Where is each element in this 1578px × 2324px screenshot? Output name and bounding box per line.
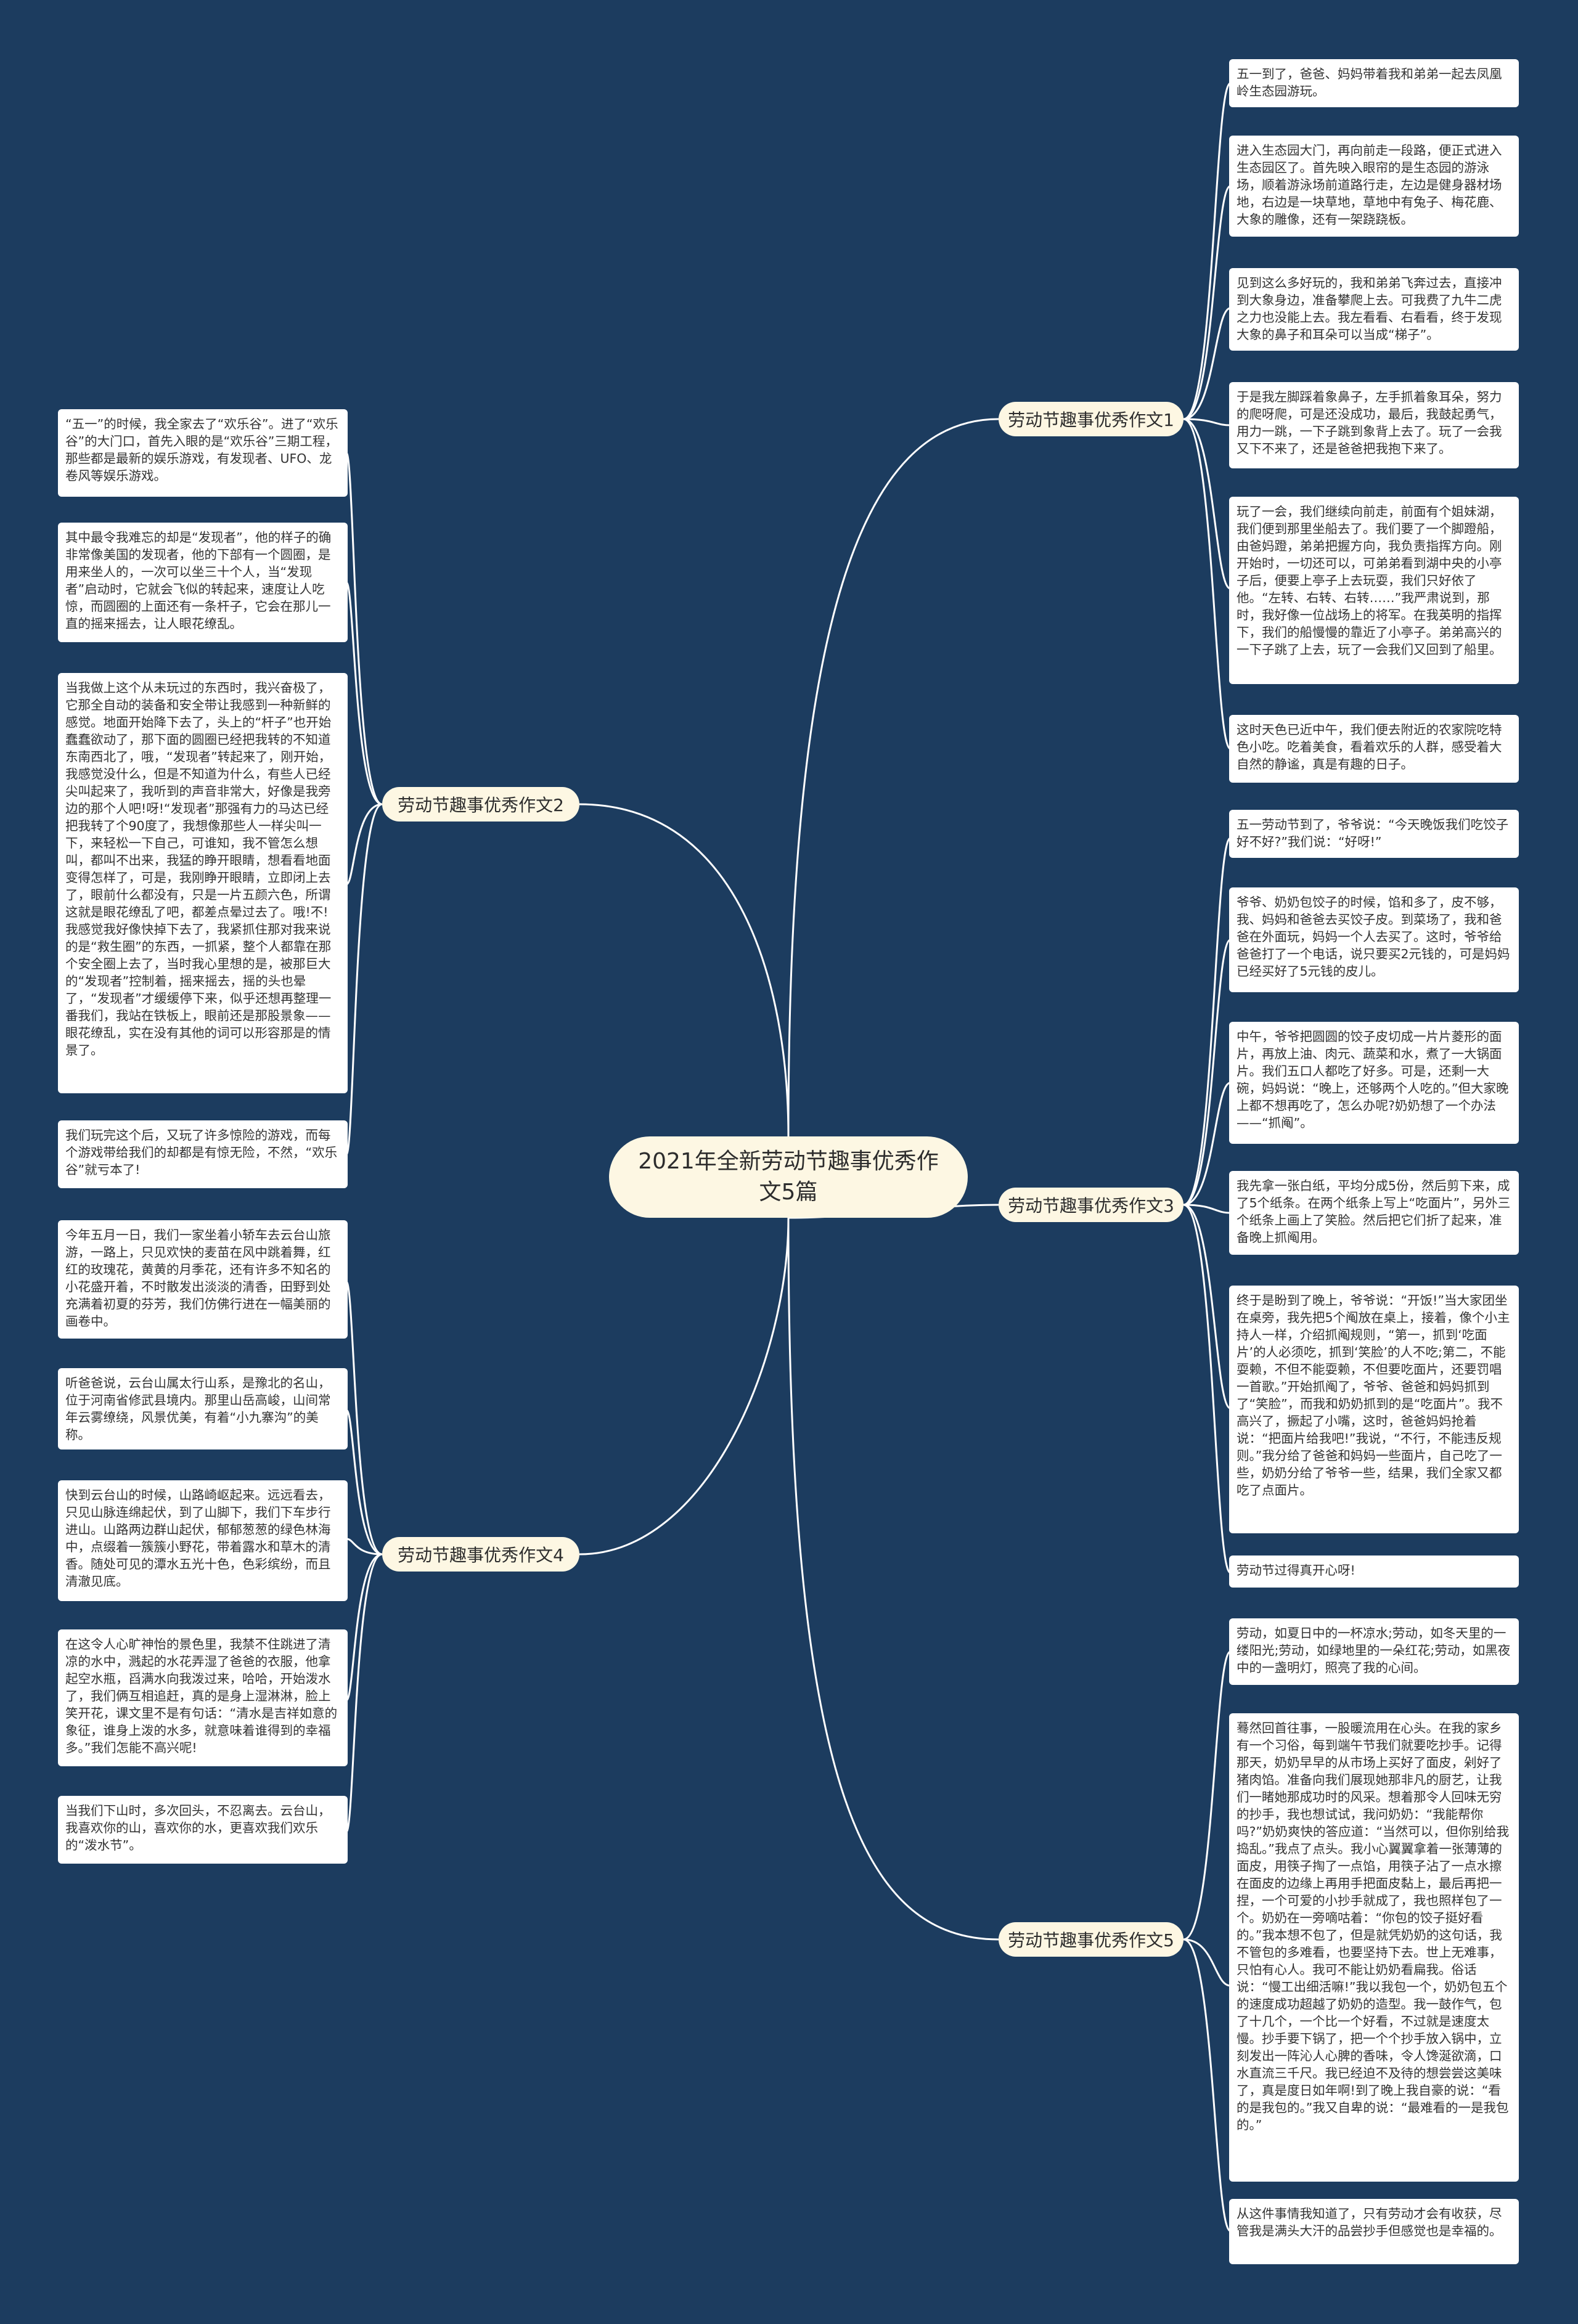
leaf-1-5-text: 玩了一会，我们继续向前走，前面有个姐妹湖，我们便到那里坐船去了。我们要了一个脚蹬… (1237, 504, 1502, 657)
leaf-3-1-text: 五一劳动节到了，爷爷说：“今天晚饭我们吃饺子好不好?”我们说：“好呀!” (1237, 817, 1509, 849)
leaf-2-1-text: “五一”的时候，我全家去了“欢乐谷”。进了“欢乐谷”的大门口，首先入眼的是“欢乐… (65, 417, 338, 483)
leaf-2-4-text: 我们玩完这个后，又玩了许多惊险的游戏，而每个游戏带给我们的却都是有惊无险，不然，… (65, 1128, 338, 1177)
leaf-1-4-text: 于是我左脚踩着象鼻子，左手抓着象耳朵，努力的爬呀爬，可是还没成功，最后，我鼓起勇… (1237, 389, 1502, 456)
leaf-3-4-text: 我先拿一张白纸，平均分成5份，然后剪下来，成了5个纸条。在两个纸条上写上“吃面片… (1237, 1178, 1511, 1245)
leaf-5-2: 蓦然回首往事，一股暖流用在心头。在我的家乡有一个习俗，每到端午节我们就要吃抄手。… (1229, 1713, 1519, 2182)
leaf-4-5-text: 当我们下山时，多次回头，不忍离去。云台山，我喜欢你的山，喜欢你的水，更喜欢我们欢… (65, 1803, 331, 1853)
leaf-4-2: 听爸爸说，云台山属太行山系，是豫北的名山，位于河南省修武县境内。那里山岳高峻，山… (58, 1368, 348, 1449)
branch-5: 劳动节趣事优秀作文5 (999, 1922, 1184, 1957)
branch-4: 劳动节趣事优秀作文4 (382, 1537, 579, 1572)
leaf-1-1: 五一到了，爸爸、妈妈带着我和弟弟一起去凤凰岭生态园游玩。 (1229, 59, 1519, 107)
leaf-5-1-text: 劳动，如夏日中的一杯凉水;劳动，如冬天里的一缕阳光;劳动，如绿地里的一朵红花;劳… (1237, 1626, 1511, 1675)
central-topic-label: 2021年全新劳动节趣事优秀作文5篇 (638, 1149, 939, 1205)
leaf-2-4: 我们玩完这个后，又玩了许多惊险的游戏，而每个游戏带给我们的却都是有惊无险，不然，… (58, 1120, 348, 1188)
leaf-3-2-text: 爷爷、奶奶包饺子的时候，馅和多了，皮不够，我、妈妈和爸爸去买饺子皮。到菜场了，我… (1237, 895, 1510, 979)
leaf-2-2: 其中最令我难忘的却是“发现者”，他的样子的确非常像美国的发现者，他的下部有一个圆… (58, 523, 348, 642)
branch-1-label: 劳动节趣事优秀作文1 (1008, 410, 1174, 430)
leaf-1-6: 这时天色已近中午，我们便去附近的农家院吃特色小吃。吃着美食，看着欢乐的人群，感受… (1229, 715, 1519, 783)
leaf-4-4-text: 在这令人心旷神怡的景色里，我禁不住跳进了清凉的水中，溅起的水花弄湿了爸爸的衣服，… (65, 1637, 338, 1755)
leaf-3-3: 中午，爷爷把圆圆的饺子皮切成一片片菱形的面片，再放上油、肉元、蔬菜和水，煮了一大… (1229, 1022, 1519, 1144)
leaf-2-1: “五一”的时候，我全家去了“欢乐谷”。进了“欢乐谷”的大门口，首先入眼的是“欢乐… (58, 409, 348, 497)
leaf-3-5-text: 终于是盼到了晚上，爷爷说：“开饭!”当大家团坐在桌旁，我先把5个阄放在桌上，接着… (1237, 1293, 1510, 1498)
leaf-2-3: 当我做上这个从未玩过的东西时，我兴奋极了，它那全自动的装备和安全带让我感到一种新… (58, 673, 348, 1093)
leaf-1-5: 玩了一会，我们继续向前走，前面有个姐妹湖，我们便到那里坐船去了。我们要了一个脚蹬… (1229, 497, 1519, 684)
leaf-5-3: 从这件事情我知道了，只有劳动才会有收获，尽管我是满头大汗的品尝抄手但感觉也是幸福… (1229, 2199, 1519, 2264)
central-topic: 2021年全新劳动节趣事优秀作文5篇 (609, 1136, 968, 1218)
leaf-4-3: 快到云台山的时候，山路崎岖起来。远远看去，只见山脉连绵起伏，到了山脚下，我们下车… (58, 1480, 348, 1601)
leaf-4-4: 在这令人心旷神怡的景色里，我禁不住跳进了清凉的水中，溅起的水花弄湿了爸爸的衣服，… (58, 1629, 348, 1766)
leaf-1-4: 于是我左脚踩着象鼻子，左手抓着象耳朵，努力的爬呀爬，可是还没成功，最后，我鼓起勇… (1229, 382, 1519, 468)
branch-5-label: 劳动节趣事优秀作文5 (1008, 1930, 1174, 1951)
leaf-4-3-text: 快到云台山的时候，山路崎岖起来。远远看去，只见山脉连绵起伏，到了山脚下，我们下车… (65, 1488, 331, 1589)
leaf-2-3-text: 当我做上这个从未玩过的东西时，我兴奋极了，它那全自动的装备和安全带让我感到一种新… (65, 680, 332, 1058)
leaf-4-5: 当我们下山时，多次回头，不忍离去。云台山，我喜欢你的山，喜欢你的水，更喜欢我们欢… (58, 1796, 348, 1864)
leaf-5-3-text: 从这件事情我知道了，只有劳动才会有收获，尽管我是满头大汗的品尝抄手但感觉也是幸福… (1237, 2206, 1502, 2238)
leaf-1-2-text: 进入生态园大门，再向前走一段路，便正式进入生态园区了。首先映入眼帘的是生态园的游… (1237, 143, 1502, 227)
branch-1: 劳动节趣事优秀作文1 (999, 402, 1184, 436)
leaf-3-3-text: 中午，爷爷把圆圆的饺子皮切成一片片菱形的面片，再放上油、肉元、蔬菜和水，煮了一大… (1237, 1029, 1509, 1130)
leaf-3-6-text: 劳动节过得真开心呀! (1237, 1563, 1355, 1578)
leaf-4-2-text: 听爸爸说，云台山属太行山系，是豫北的名山，位于河南省修武县境内。那里山岳高峻，山… (65, 1376, 331, 1442)
leaf-5-2-text: 蓦然回首往事，一股暖流用在心头。在我的家乡有一个习俗，每到端午节我们就要吃抄手。… (1237, 1721, 1510, 2132)
leaf-1-6-text: 这时天色已近中午，我们便去附近的农家院吃特色小吃。吃着美食，看着欢乐的人群，感受… (1237, 722, 1502, 772)
leaf-5-1: 劳动，如夏日中的一杯凉水;劳动，如冬天里的一缕阳光;劳动，如绿地里的一朵红花;劳… (1229, 1618, 1519, 1685)
branch-3: 劳动节趣事优秀作文3 (999, 1188, 1184, 1222)
leaf-1-2: 进入生态园大门，再向前走一段路，便正式进入生态园区了。首先映入眼帘的是生态园的游… (1229, 136, 1519, 237)
leaf-3-4: 我先拿一张白纸，平均分成5份，然后剪下来，成了5个纸条。在两个纸条上写上“吃面片… (1229, 1171, 1519, 1255)
branch-4-label: 劳动节趣事优秀作文4 (398, 1545, 564, 1565)
leaf-4-1: 今年五月一日，我们一家坐着小轿车去云台山旅游，一路上，只见欢快的麦苗在风中跳着舞… (58, 1220, 348, 1339)
leaf-2-2-text: 其中最令我难忘的却是“发现者”，他的样子的确非常像美国的发现者，他的下部有一个圆… (65, 530, 332, 631)
branch-2-label: 劳动节趣事优秀作文2 (398, 795, 564, 815)
leaf-3-1: 五一劳动节到了，爷爷说：“今天晚饭我们吃饺子好不好?”我们说：“好呀!” (1229, 810, 1519, 858)
leaf-3-2: 爷爷、奶奶包饺子的时候，馅和多了，皮不够，我、妈妈和爸爸去买饺子皮。到菜场了，我… (1229, 887, 1519, 992)
branch-3-label: 劳动节趣事优秀作文3 (1008, 1196, 1174, 1216)
leaf-4-1-text: 今年五月一日，我们一家坐着小轿车去云台山旅游，一路上，只见欢快的麦苗在风中跳着舞… (65, 1228, 331, 1329)
leaf-3-5: 终于是盼到了晚上，爷爷说：“开饭!”当大家团坐在桌旁，我先把5个阄放在桌上，接着… (1229, 1286, 1519, 1533)
leaf-1-1-text: 五一到了，爸爸、妈妈带着我和弟弟一起去凤凰岭生态园游玩。 (1237, 67, 1502, 99)
leaf-1-3-text: 见到这么多好玩的，我和弟弟飞奔过去，直接冲到大象身边，准备攀爬上去。可我费了九牛… (1237, 275, 1502, 342)
leaf-3-6: 劳动节过得真开心呀! (1229, 1555, 1519, 1588)
branch-2: 劳动节趣事优秀作文2 (382, 787, 579, 822)
leaf-1-3: 见到这么多好玩的，我和弟弟飞奔过去，直接冲到大象身边，准备攀爬上去。可我费了九牛… (1229, 268, 1519, 351)
